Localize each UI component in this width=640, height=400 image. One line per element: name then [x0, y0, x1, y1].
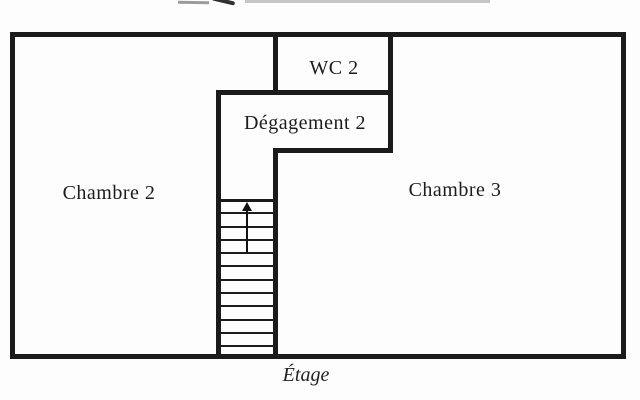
room-label-chambre-3: Chambre 3: [408, 179, 502, 201]
wall-wc-bottom: [216, 90, 393, 95]
wall-wc-left: [273, 32, 278, 95]
stair-tread: [221, 199, 273, 202]
stair-tread: [221, 291, 273, 294]
stair-tread: [221, 331, 273, 334]
room-label-chambre-2: Chambre 2: [62, 182, 156, 204]
stairs-up-arrow-icon: [242, 202, 252, 211]
clipped-title-fragment: [245, 0, 490, 3]
stair-tread: [221, 278, 273, 281]
wall-degagement-left-stairwell: [216, 90, 221, 359]
wall-outer-left: [10, 32, 15, 359]
clipped-title-fragment: [211, 0, 236, 6]
stair-tread: [221, 252, 273, 255]
stair-tread: [221, 305, 273, 308]
wall-degagement-bottom: [273, 148, 393, 153]
floor-caption: Étage: [282, 364, 330, 386]
stair-tread: [221, 318, 273, 321]
wall-stairwell-right: [273, 148, 278, 359]
stair-tread: [221, 345, 273, 347]
stairs-up-arrow-icon: [246, 210, 248, 252]
stair-tread: [221, 265, 273, 268]
clipped-title-fragment: [177, 0, 210, 5]
room-label-degagement-2: Dégagement 2: [243, 112, 367, 134]
room-label-wc-2: WC 2: [309, 57, 359, 79]
wall-outer-right: [621, 32, 626, 359]
wall-outer-bottom: [10, 354, 626, 359]
wall-outer-top: [10, 32, 626, 37]
